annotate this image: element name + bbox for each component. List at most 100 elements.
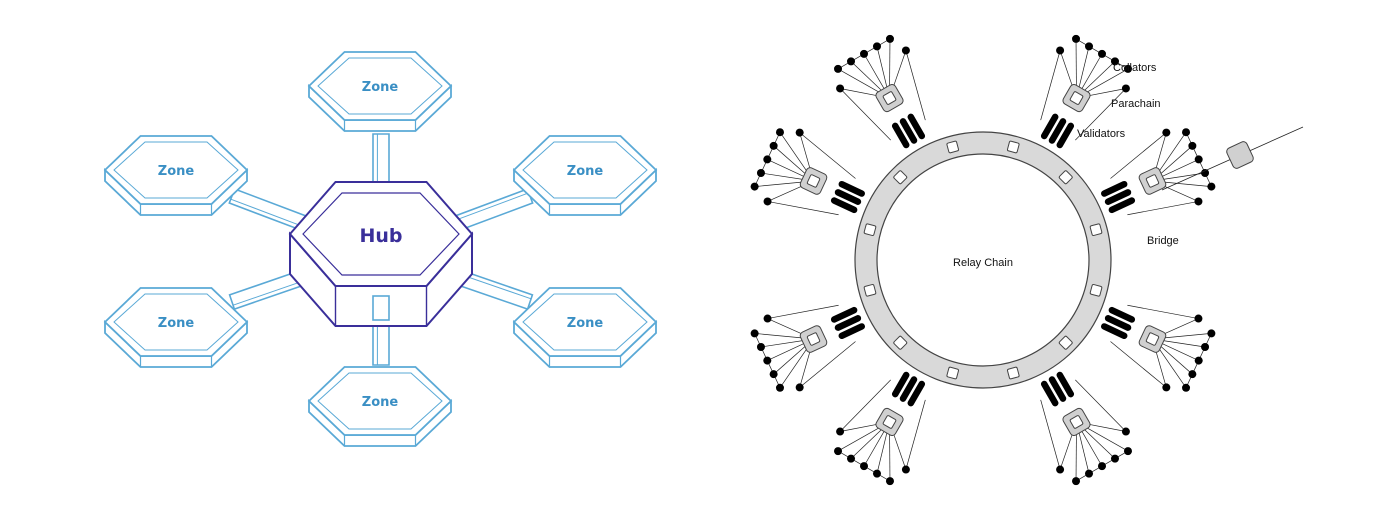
parachain-3-collator (1188, 141, 1197, 150)
parachain-8 (750, 128, 865, 216)
parachain-7-collator (795, 383, 804, 392)
parachain-2-validator (1048, 118, 1067, 144)
zone-label-upper-right: Zone (567, 164, 604, 179)
parachain-1-collator (885, 34, 894, 43)
hub-label: Hub (359, 225, 402, 247)
parachain-2-validator (1056, 122, 1075, 149)
parachain-8-collator (775, 128, 784, 137)
parachain-2-collator (1123, 64, 1132, 73)
cosmos-hub-zone-diagram: Hub Zone Zone Zone Zone Zone Zone (103, 51, 658, 447)
parachain-7-link (767, 304, 839, 319)
relay-slot (946, 140, 960, 154)
parachain-6-collator (885, 477, 894, 486)
zone-label-upper-left: Zone (158, 164, 195, 179)
parachain-7-link (799, 341, 856, 388)
parachain-8-collator (769, 141, 778, 150)
parachain-1-collator (901, 46, 910, 55)
parachain-4-collator (1162, 383, 1171, 392)
parachain-1-collator (836, 84, 845, 93)
parachain-1-link (839, 88, 891, 141)
parachain-1-collator (847, 57, 856, 66)
parachain-7-collator (756, 342, 765, 351)
relay-slot (1089, 283, 1103, 297)
hub-inner (302, 192, 460, 276)
parachain-8-collator (763, 197, 772, 206)
relay-slot (1089, 223, 1103, 237)
parachain-3-collator (1207, 182, 1216, 191)
parachain-4-block-inner (1145, 332, 1160, 346)
relay-slot (1006, 140, 1020, 154)
parachain-5-collator (1098, 462, 1106, 471)
parachain-4 (1101, 304, 1216, 392)
parachain-1-block-inner (882, 91, 897, 105)
parachain-8-validator (830, 197, 858, 214)
collators-label: Collators (1113, 62, 1157, 74)
relay-slot (1058, 335, 1073, 350)
parachain-1-validator (907, 113, 926, 140)
parachain-5-collator (1110, 454, 1119, 463)
parachain-5-collator (1056, 465, 1065, 474)
hub (288, 181, 474, 327)
parachain-6-validator (891, 371, 910, 398)
zone-upper-right (512, 135, 658, 216)
zone-label-bottom: Zone (362, 395, 399, 410)
relay-chain-ring (854, 131, 1112, 389)
parachain-2-collator (1056, 46, 1065, 55)
parachain-7-block-inner (806, 332, 821, 346)
zone-top-inner (317, 57, 443, 115)
relay-chain-inner (876, 153, 1090, 367)
parachain-1-collator (872, 42, 881, 51)
parachain-2-link (1075, 88, 1127, 141)
parachain-2-collator (1110, 57, 1119, 66)
zone-group (103, 51, 658, 447)
parachain-3-link (1110, 132, 1167, 179)
parachain-2-collator (1121, 84, 1130, 93)
parachain-1-collator (834, 64, 843, 73)
parachain-2-link (1040, 50, 1061, 121)
relay-slot (893, 170, 908, 185)
parachain-1-collator (860, 49, 868, 58)
parachain-label: Parachain (1111, 98, 1161, 110)
parachain-4-collator (1188, 370, 1197, 379)
parachain-7-collator (775, 383, 784, 392)
parachain-3-collator (1194, 197, 1203, 206)
parachain-6-collator (860, 462, 868, 471)
parachain-5-validator (1048, 376, 1067, 402)
parachain-3-link (1127, 201, 1199, 216)
parachain-5-collator (1072, 477, 1081, 486)
relay-slot (1058, 170, 1073, 185)
zone-lower-left-inner (113, 293, 239, 351)
parachain-2-collator (1098, 49, 1106, 58)
connector-upper-left-edge (230, 198, 305, 228)
zone-lower-left-top (103, 287, 249, 357)
parachain-7-collator (763, 314, 772, 323)
parachain-6-link (839, 379, 891, 432)
parachain-2-validator (1040, 113, 1059, 140)
parachain-8-validator (834, 189, 862, 205)
parachain-6 (834, 371, 926, 486)
parachain-6-collator (836, 427, 845, 436)
parachain-6-link (905, 399, 926, 470)
parachain-7-collator (750, 329, 759, 338)
parachain-5-collator (1123, 447, 1132, 456)
zone-upper-left (103, 135, 249, 216)
parachain-6-collator (872, 469, 881, 478)
parachain-5-link (1075, 379, 1127, 432)
zone-upper-left-inner (113, 141, 239, 199)
parachain-8-collator (750, 182, 759, 191)
parachain-5-collator (1121, 427, 1130, 436)
parachain-7-validator (834, 315, 862, 331)
zone-bottom-top (307, 366, 453, 436)
bridge-block (1226, 141, 1254, 169)
parachain-7-validator (838, 323, 865, 340)
parachain-6-collator (901, 465, 910, 474)
parachain-6-collator (834, 447, 843, 456)
parachain-5-validator (1040, 380, 1059, 407)
parachain-6-validator (907, 380, 926, 407)
zone-label-lower-right: Zone (567, 316, 604, 331)
zone-lower-right-inner (522, 293, 648, 351)
parachain-8-collator (763, 155, 772, 164)
parachain-4-collator (1194, 356, 1203, 365)
